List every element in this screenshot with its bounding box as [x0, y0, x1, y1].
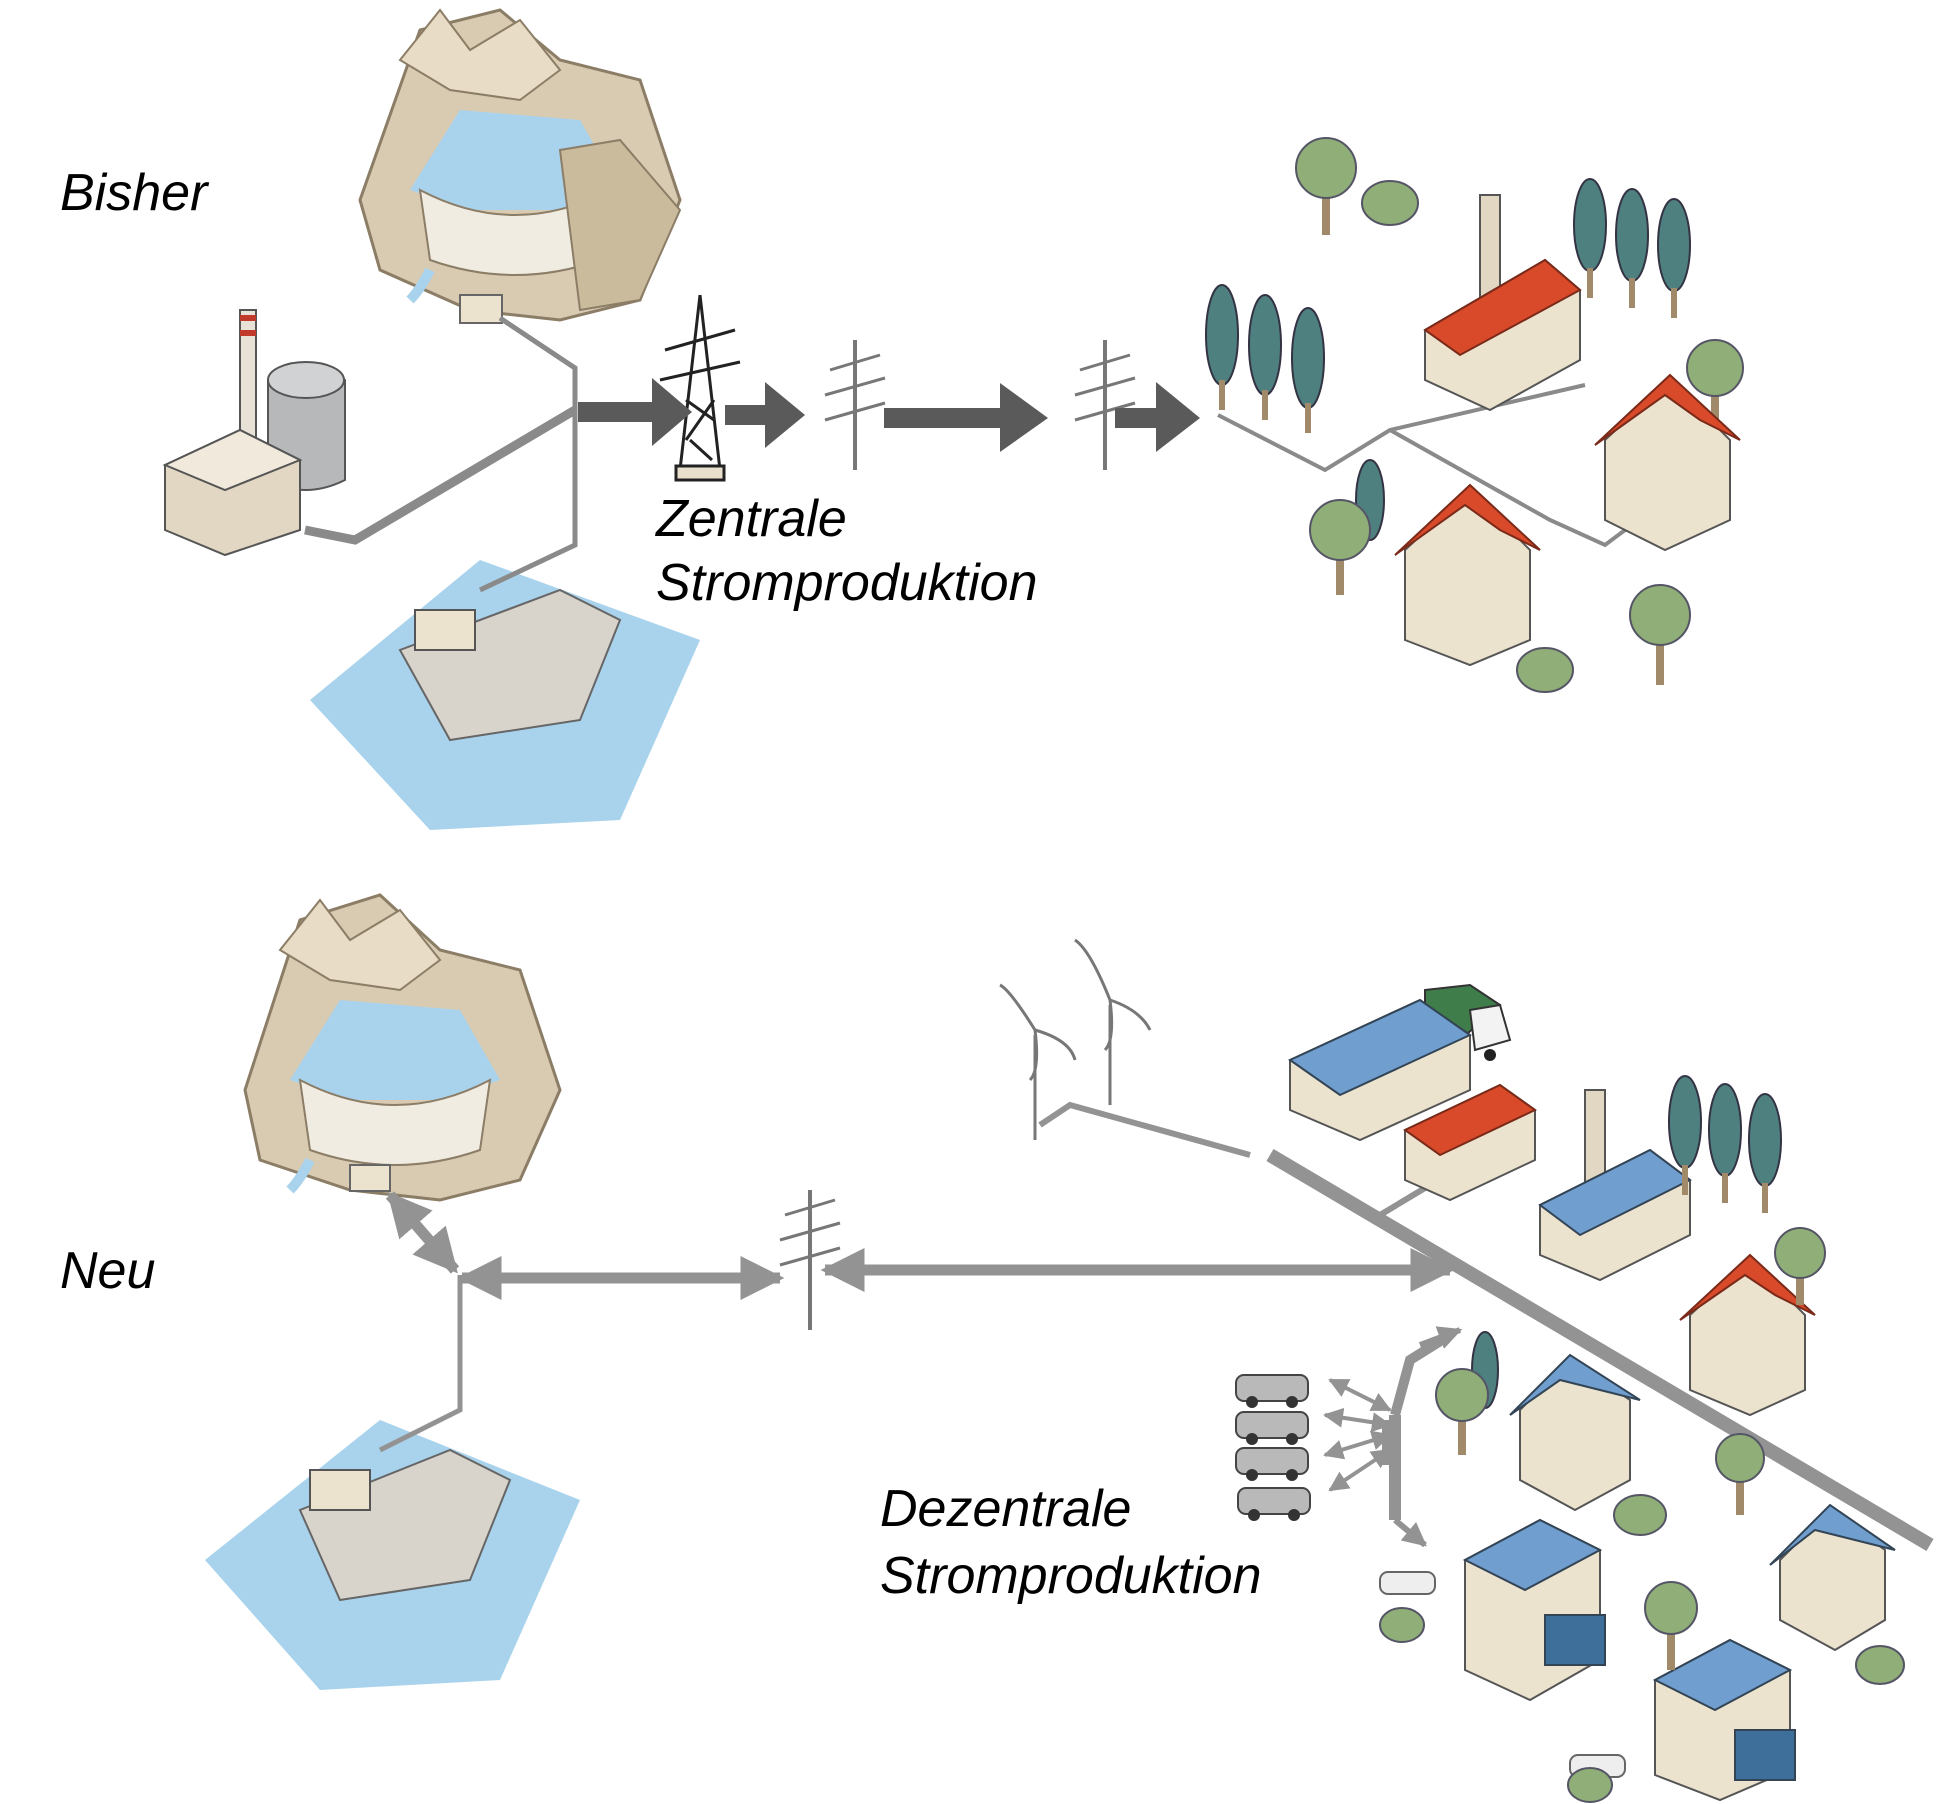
bidirectional-arrow-icon — [1328, 1448, 1392, 1492]
tree-icon — [1644, 1581, 1698, 1670]
flow-arrows-top — [578, 378, 1200, 452]
cypress-icon — [1205, 284, 1239, 410]
cypress-icon — [1615, 188, 1649, 308]
charging-hub-icon — [1382, 1420, 1396, 1465]
dam-reservoir-icon — [243, 893, 562, 1202]
car-icon — [1235, 1447, 1309, 1481]
caption-central-line1: Zentrale — [656, 490, 847, 548]
car-icon — [1237, 1487, 1311, 1521]
cypress-icon — [1573, 178, 1607, 298]
car-icon — [1235, 1411, 1309, 1445]
tree-icon — [1435, 1368, 1489, 1455]
lattice-pylon-icon — [659, 294, 741, 482]
solar-house-icon — [1509, 1353, 1641, 1512]
arrow-right-icon — [578, 378, 692, 446]
bidirectional-arrow-icon — [1323, 1407, 1392, 1433]
nuclear-plant-icon — [162, 309, 346, 557]
grid-lines-bottom — [378, 1101, 1934, 1552]
cypress-icon — [1291, 307, 1325, 433]
factory-icon — [1423, 194, 1582, 412]
bush-icon — [1379, 1607, 1425, 1643]
utility-pole-icon — [779, 1190, 841, 1330]
tree-icon — [1686, 339, 1744, 425]
river-hydro-plant-icon — [205, 1420, 580, 1690]
dam-reservoir-icon — [358, 8, 682, 324]
section-title-new: Neu — [60, 1242, 156, 1300]
river-hydro-plant-icon — [310, 560, 700, 830]
house-icon — [1394, 483, 1541, 667]
arrow-right-icon — [1115, 382, 1200, 452]
bush-icon — [1855, 1645, 1905, 1685]
tree-icon — [1774, 1227, 1826, 1305]
tree-icon — [1629, 584, 1691, 685]
arrow-right-icon — [884, 383, 1048, 452]
apartment-building-icon — [1462, 1518, 1606, 1702]
cypress-icon — [1748, 1093, 1782, 1213]
wind-turbines-icon — [999, 938, 1152, 1140]
arrow-icon — [1393, 1517, 1427, 1548]
bidirectional-arrow-icon — [1323, 1430, 1392, 1460]
caption-central-line2: Stromproduktion — [656, 554, 1038, 612]
house-icon — [1594, 373, 1741, 552]
bush-icon — [1613, 1494, 1667, 1536]
cypress-icon — [1657, 198, 1691, 318]
trees-top — [1205, 137, 1744, 693]
section-title-old: Bisher — [60, 164, 208, 222]
car-icon — [1379, 1571, 1436, 1595]
tree-icon — [1295, 137, 1357, 235]
bush-icon — [1516, 647, 1574, 693]
tree-icon — [1309, 499, 1371, 595]
factory-icon — [1403, 1083, 1537, 1202]
bidirectional-arrow-icon — [385, 1191, 460, 1274]
tree-icon — [1715, 1433, 1765, 1515]
cypress-icon — [1668, 1075, 1702, 1195]
bidirectional-arrow-icon — [1328, 1378, 1392, 1412]
apartment-building-icon — [1652, 1638, 1796, 1802]
cypress-icon — [1708, 1083, 1742, 1203]
solar-factory-icon — [1538, 1089, 1692, 1282]
utility-pole-icon — [1074, 340, 1136, 470]
solar-house-icon — [1769, 1503, 1896, 1652]
solar-factory-icon — [1288, 998, 1472, 1142]
bush-icon — [1567, 1767, 1613, 1803]
caption-decentral-line1: Dezentrale — [880, 1480, 1132, 1538]
cypress-icon — [1248, 294, 1282, 420]
arrow-icon — [1418, 1326, 1463, 1349]
caption-decentral-line2: Stromproduktion — [880, 1547, 1262, 1605]
bush-icon — [1361, 180, 1419, 226]
arrow-right-icon — [725, 382, 805, 448]
trees-bottom — [1379, 1075, 1905, 1803]
electric-cars — [1235, 1374, 1626, 1778]
car-icon — [1235, 1374, 1309, 1408]
house-icon — [1679, 1253, 1816, 1417]
utility-pole-icon — [824, 340, 886, 470]
